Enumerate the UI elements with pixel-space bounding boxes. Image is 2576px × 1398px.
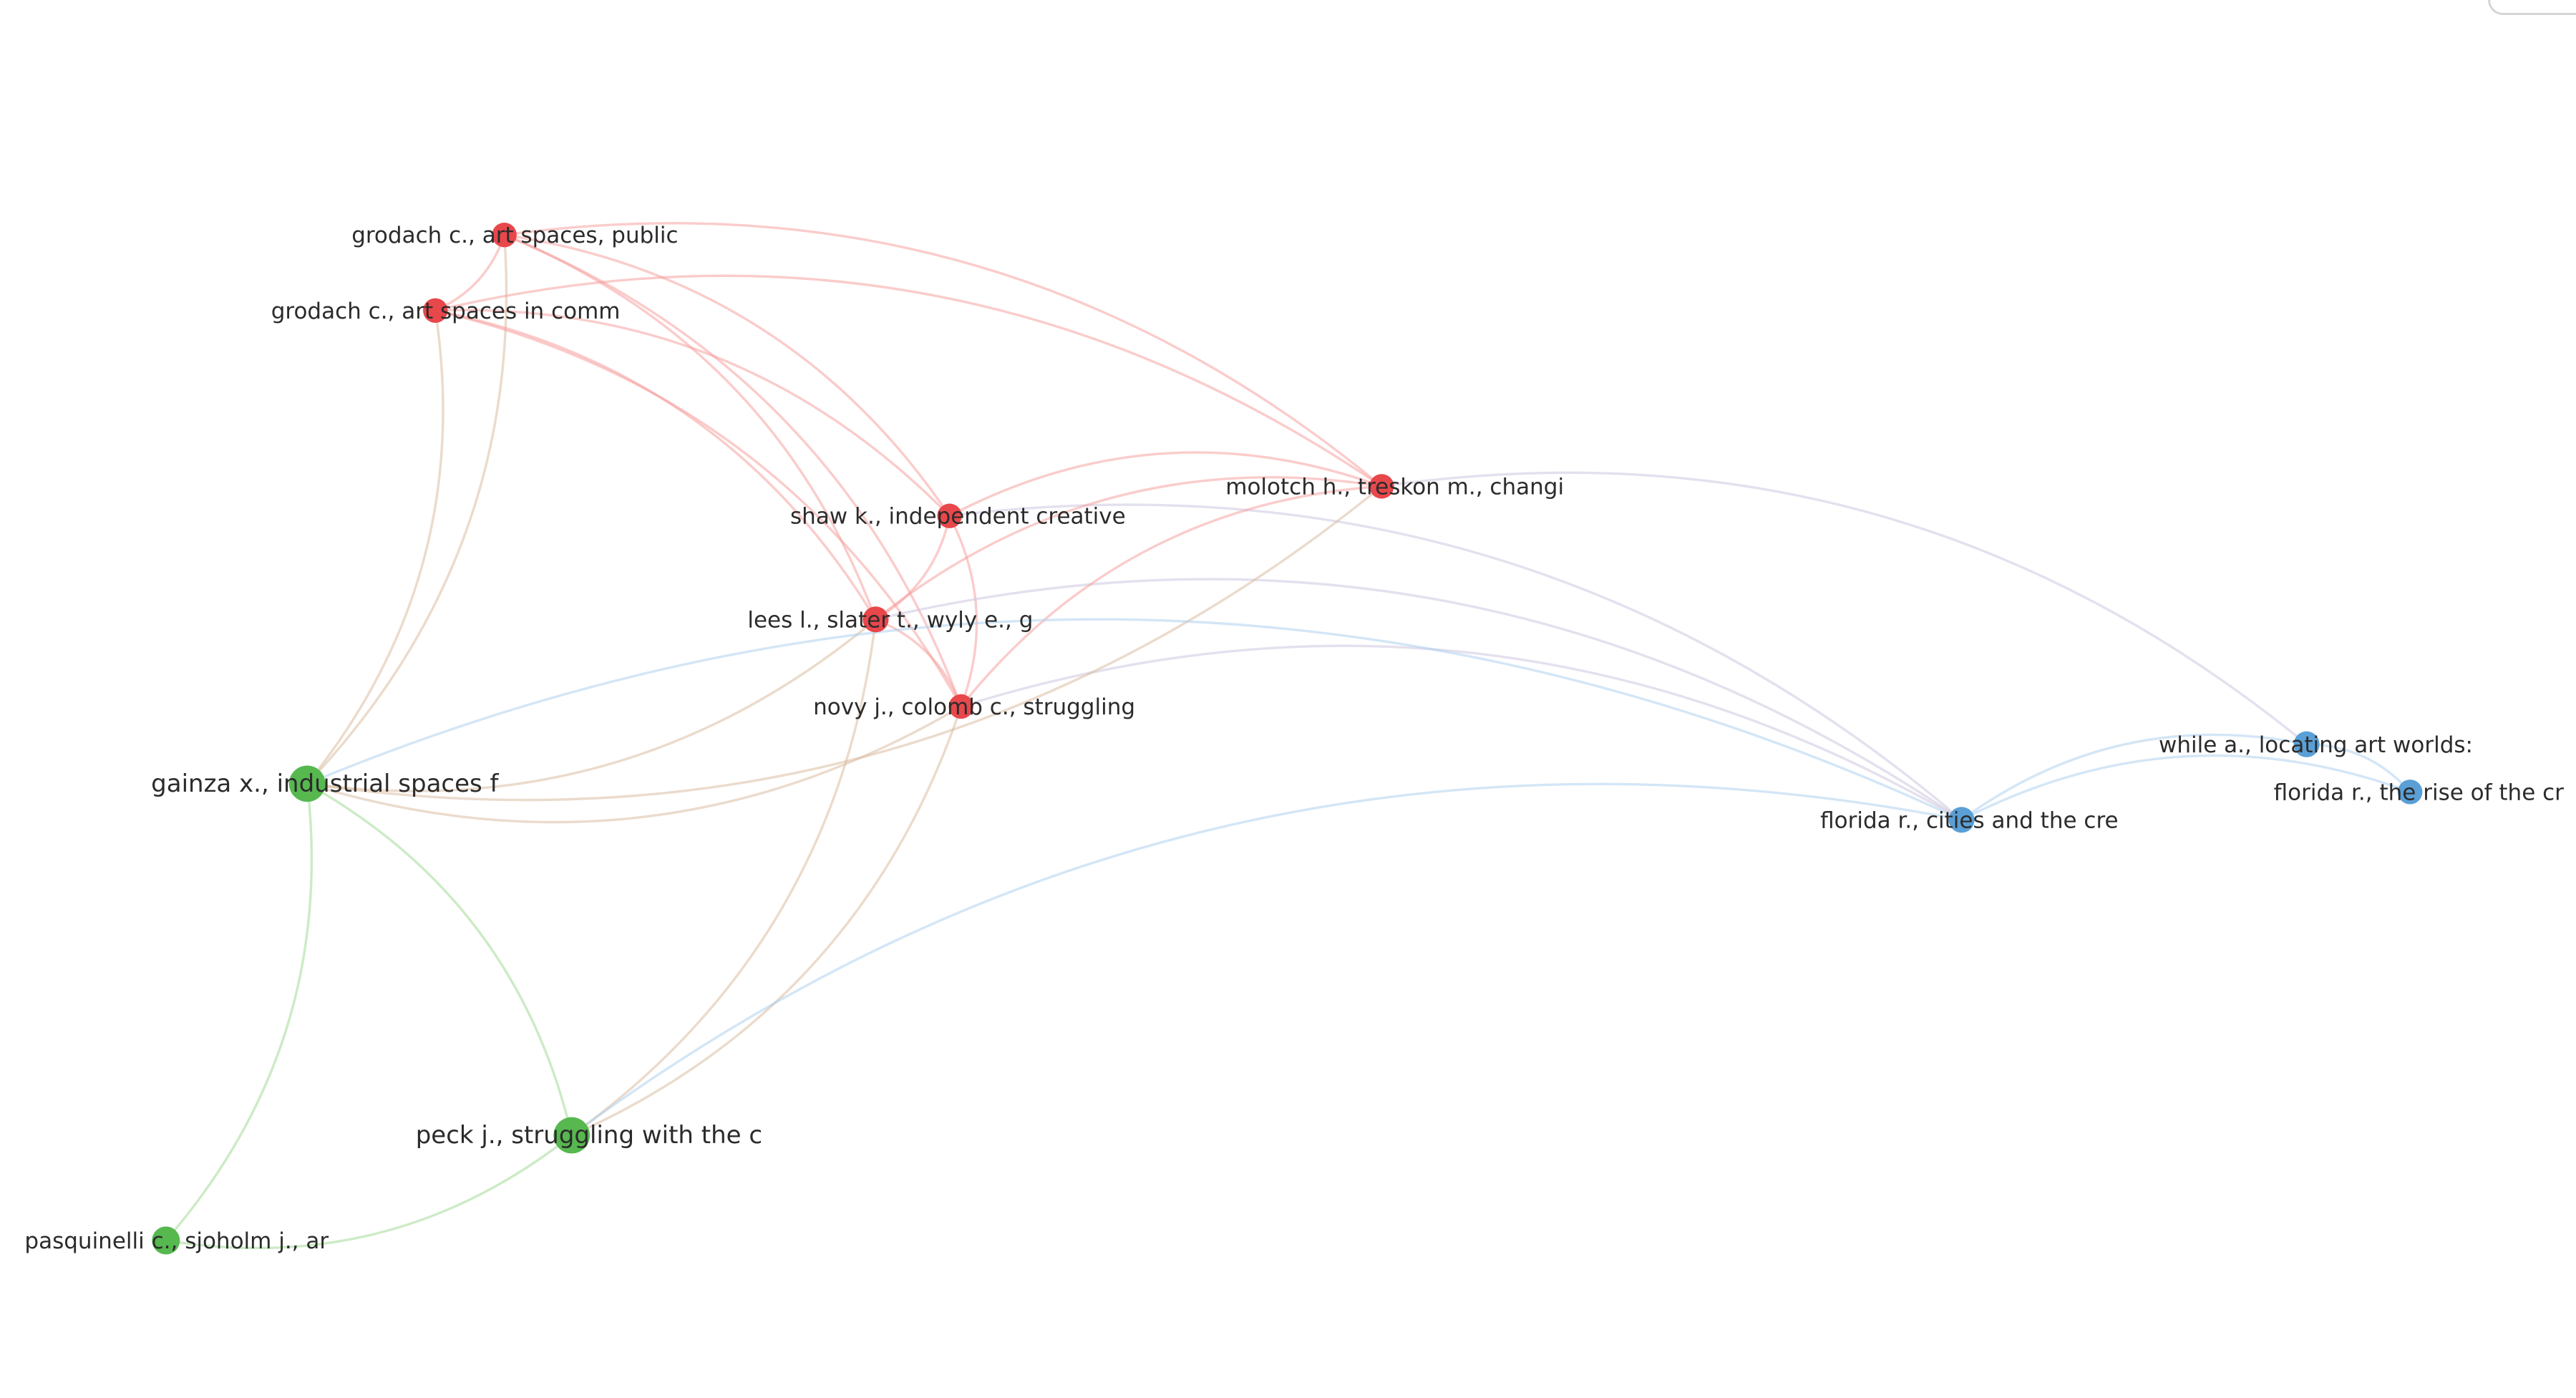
edge-novy-molotch — [960, 485, 1382, 708]
label-layer: grodach c., art spaces, public grodach c.… — [24, 223, 2564, 1254]
node-layer — [152, 223, 2423, 1255]
edge-shaw-lees — [875, 515, 951, 621]
edge-shaw-florida_cities — [949, 503, 1963, 821]
edge-novy-florida_cities — [961, 644, 1963, 821]
edge-molotch-while — [1381, 471, 2308, 746]
edge-novy-gainza — [306, 705, 962, 824]
edge-lees-novy — [875, 618, 963, 707]
edge-grodach_public-grodach_comm — [434, 234, 506, 312]
edge-lees-peck — [570, 619, 878, 1137]
edge-grodach_public-molotch — [504, 222, 1383, 487]
edge-peck-pasquinelli — [165, 1134, 573, 1250]
edge-gainza-florida_cities — [306, 618, 1963, 821]
node-while[interactable] — [2293, 731, 2320, 757]
edge-layer — [165, 222, 2411, 1250]
edge-grodach_comm-molotch — [434, 274, 1383, 487]
edge-shaw-novy — [948, 515, 978, 707]
edge-gainza-peck — [306, 782, 573, 1136]
node-peck[interactable] — [553, 1117, 590, 1154]
node-shaw[interactable] — [937, 503, 962, 528]
node-grodach_public[interactable] — [492, 223, 517, 248]
edge-grodach_public-novy — [504, 233, 963, 707]
node-gainza[interactable] — [288, 765, 326, 802]
node-label-grodach_comm[interactable]: grodach c., art spaces in comm — [271, 298, 621, 324]
node-lees[interactable] — [862, 606, 889, 633]
edge-florida_cities-while — [1960, 733, 2307, 821]
node-label-florida_cities[interactable]: florida r., cities and the cre — [1820, 807, 2118, 833]
node-label-while[interactable]: while a., locating art worlds: — [2159, 732, 2473, 758]
node-molotch[interactable] — [1369, 474, 1394, 499]
edge-grodach_comm-novy — [434, 309, 963, 707]
edge-grodach_comm-gainza — [306, 310, 444, 785]
node-label-shaw[interactable]: shaw k., independent creative — [790, 504, 1126, 530]
edge-novy-peck — [571, 706, 963, 1137]
node-grodach_comm[interactable] — [423, 298, 448, 324]
edge-grodach_public-shaw — [504, 233, 951, 517]
edge-lees-florida_cities — [875, 578, 1963, 821]
node-label-gainza[interactable]: gainza x., industrial spaces f — [151, 770, 499, 798]
edge-shaw-molotch — [948, 451, 1382, 518]
edge-grodach_public-gainza — [306, 235, 508, 785]
edge-gainza-pasquinelli — [165, 783, 314, 1242]
edge-while-florida_rise — [2306, 743, 2411, 793]
node-label-peck[interactable]: peck j., struggling with the c — [416, 1121, 762, 1150]
node-label-pasquinelli[interactable]: pasquinelli c., sjoholm j., ar — [24, 1228, 329, 1254]
node-florida_rise[interactable] — [2397, 780, 2423, 805]
edge-lees-molotch — [875, 476, 1382, 621]
node-label-novy[interactable]: novy j., colomb c., struggling — [813, 694, 1135, 720]
node-label-molotch[interactable]: molotch h., treskon m., changi — [1225, 474, 1564, 500]
node-label-lees[interactable]: lees l., slater t., wyly e., g — [747, 607, 1033, 633]
node-novy[interactable] — [948, 694, 973, 719]
node-label-florida_rise[interactable]: florida r., the rise of the cr — [2274, 780, 2565, 805]
edge-grodach_public-lees — [504, 233, 877, 620]
node-florida_cities[interactable] — [1948, 807, 1975, 833]
edge-grodach_comm-shaw — [435, 309, 951, 517]
edge-peck-florida_cities — [570, 782, 1962, 1137]
node-pasquinelli[interactable] — [152, 1226, 180, 1255]
edge-grodach_comm-lees — [434, 309, 877, 621]
edge-molotch-gainza — [306, 485, 1383, 802]
edge-lees-gainza — [306, 618, 877, 792]
edge-florida_cities-florida_rise — [1960, 754, 2411, 821]
node-label-grodach_public[interactable]: grodach c., art spaces, public — [351, 223, 678, 248]
